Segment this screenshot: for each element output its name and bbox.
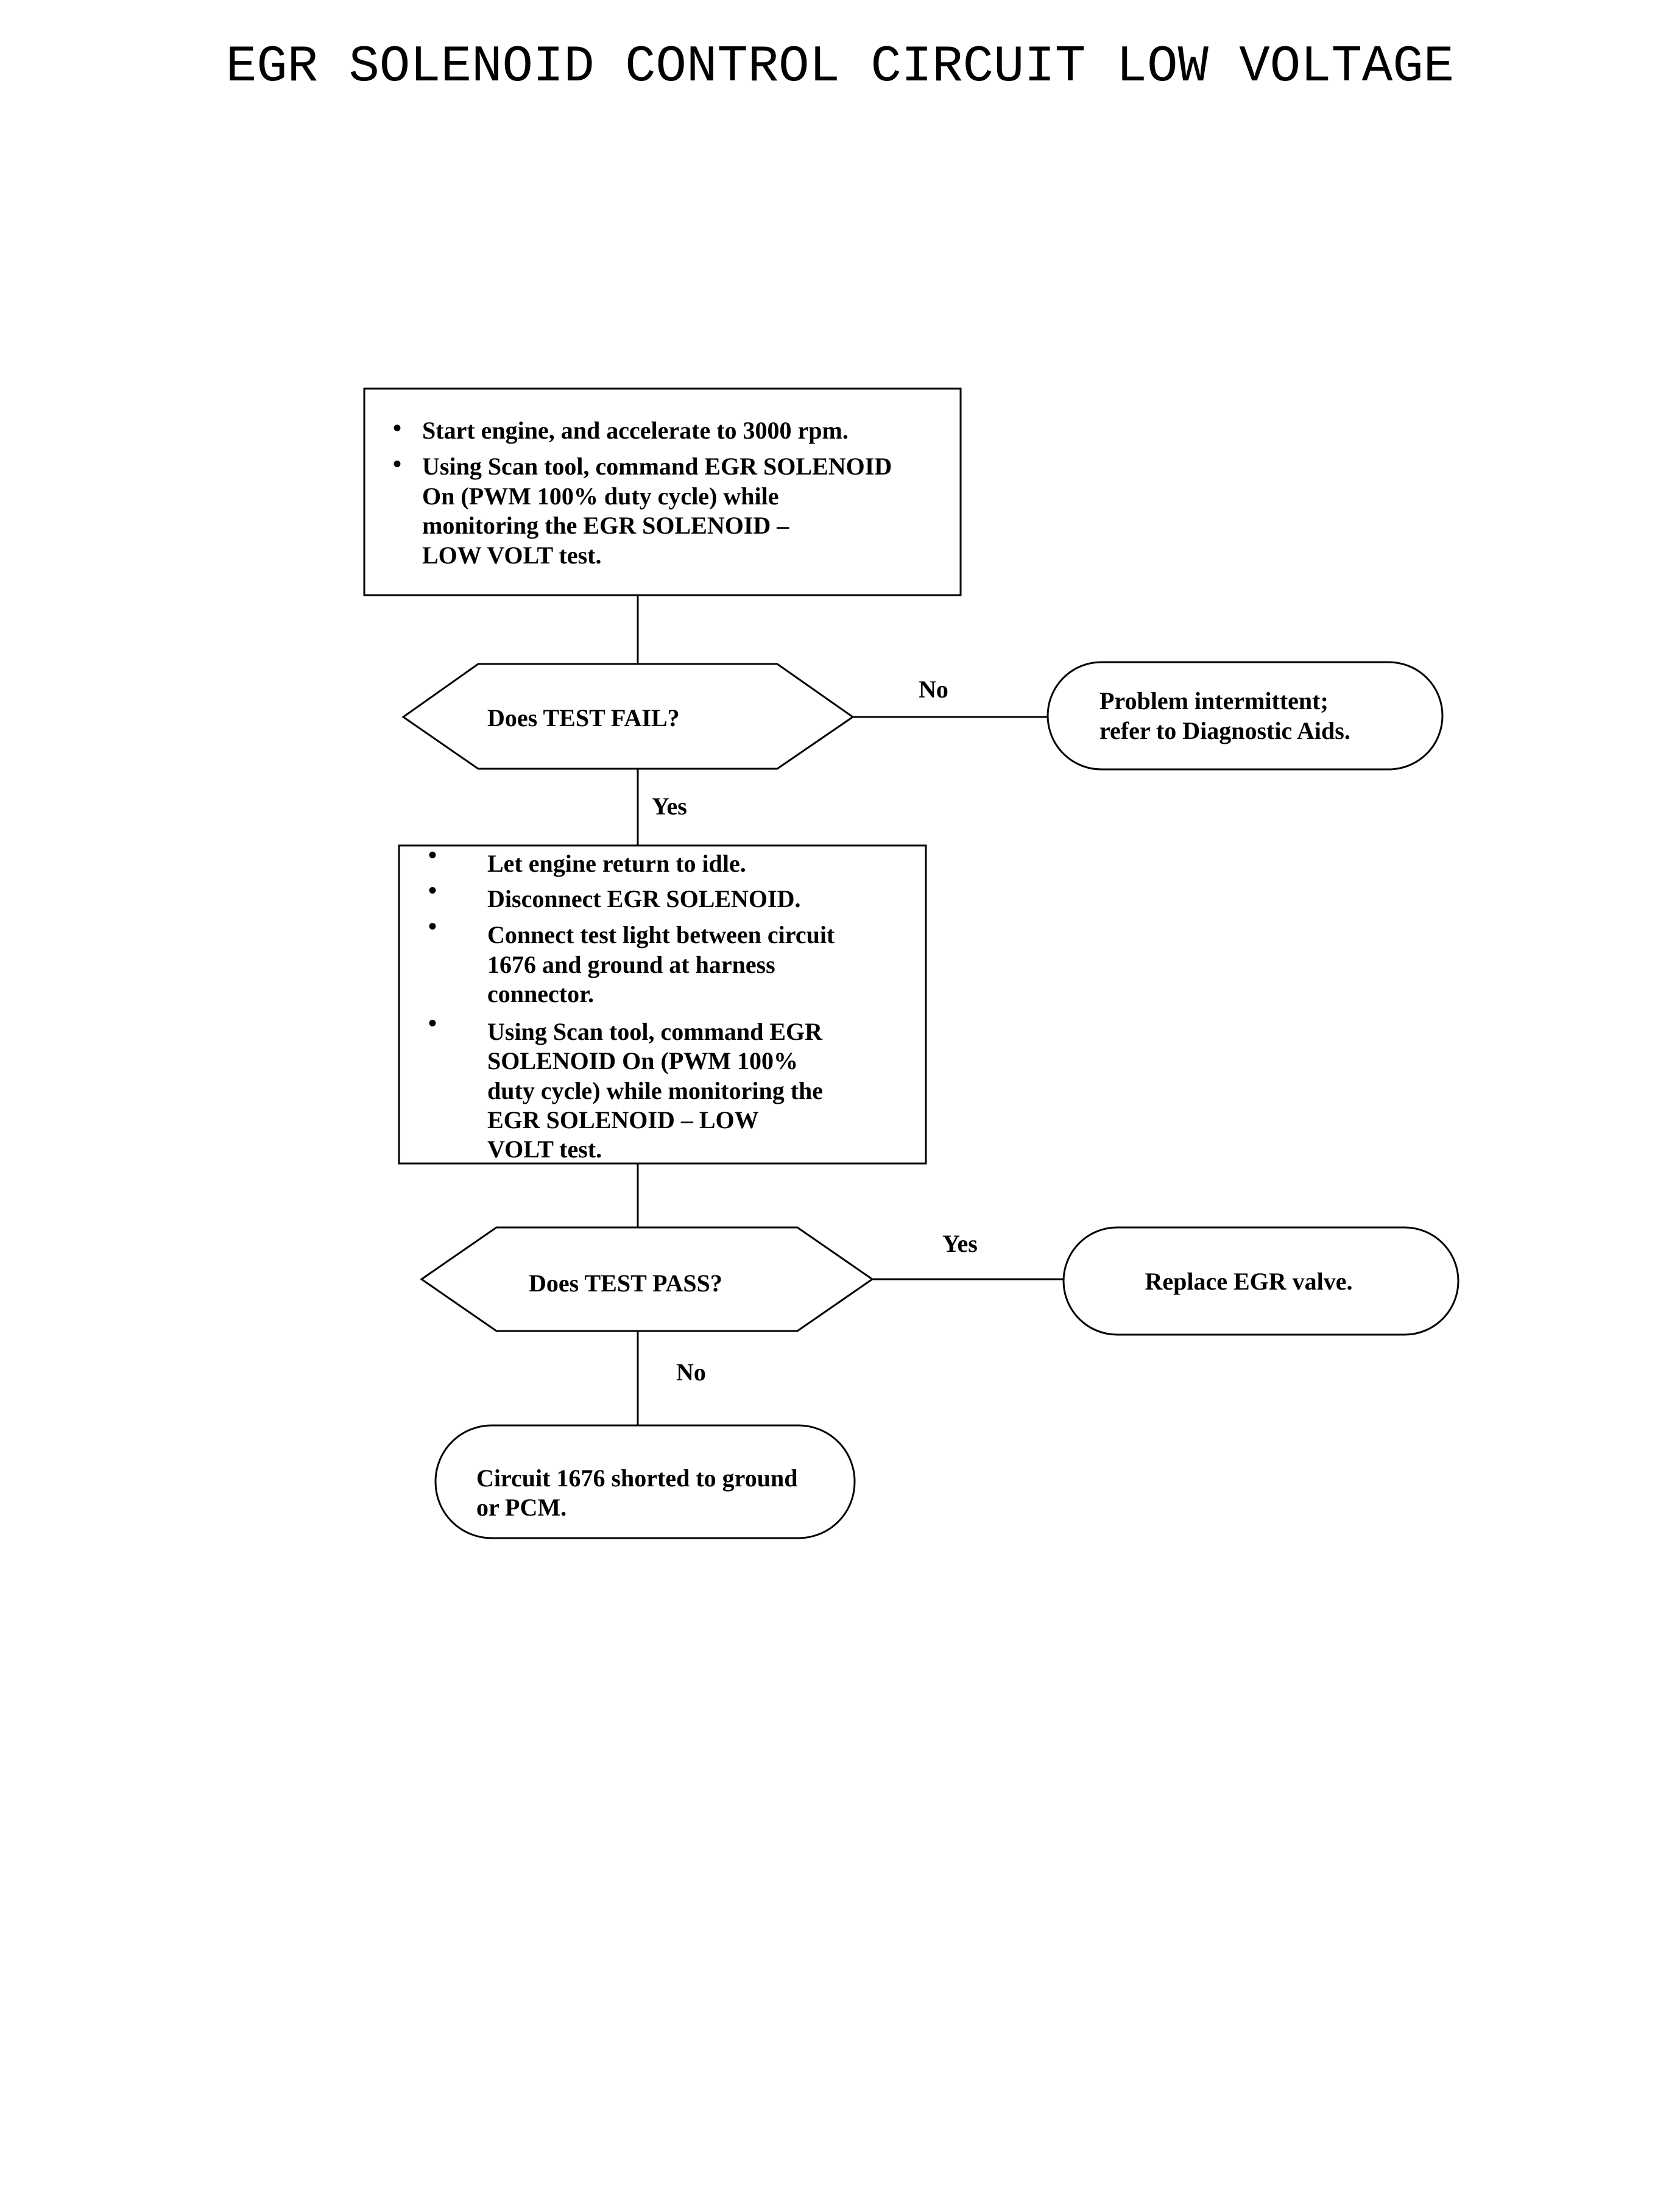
step2-line-8: duty cycle) while monitoring the (487, 1077, 823, 1104)
step1-bullet-1: • (393, 414, 401, 442)
decision2: Does TEST PASS? (420, 1226, 874, 1332)
result-replace: Replace EGR valve. (1062, 1226, 1459, 1336)
result-replace-text: Replace EGR valve. (1145, 1268, 1352, 1295)
step2-line-7: SOLENOID On (PWM 100% (487, 1047, 798, 1075)
step2-line-3: Connect test light between circuit (487, 921, 835, 948)
step2-line-9: EGR SOLENOID – LOW (487, 1106, 759, 1134)
step2-bullet-3: • (428, 913, 437, 940)
step2-line-1: Let engine return to idle. (487, 850, 746, 877)
step2-bullet-4: • (428, 1009, 437, 1037)
step1-line-3: On (PWM 100% duty cycle) while (422, 482, 779, 510)
step2-bullet-1: • (428, 841, 437, 869)
decision2-no-label: No (676, 1358, 706, 1386)
step2-line-10: VOLT test. (487, 1135, 602, 1163)
step1-box: • Start engine, and accelerate to 3000 r… (363, 387, 962, 596)
step2-box: • Let engine return to idle. • Disconnec… (398, 841, 927, 1165)
step1-line-5: LOW VOLT test. (422, 542, 601, 569)
result-intermittent-line-2: refer to Diagnostic Aids. (1099, 717, 1350, 744)
step2-bullet-2: • (428, 877, 437, 904)
result-short: Circuit 1676 shorted to ground or PCM. (434, 1424, 856, 1539)
step1-line-1: Start engine, and accelerate to 3000 rpm… (422, 417, 849, 444)
step1-line-4: monitoring the EGR SOLENOID – (422, 512, 789, 539)
decision2-question: Does TEST PASS? (529, 1269, 722, 1297)
step2-line-4: 1676 and ground at harness (487, 951, 775, 978)
step1-line-2: Using Scan tool, command EGR SOLENOID (422, 453, 892, 480)
step2-line-2: Disconnect EGR SOLENOID. (487, 885, 801, 913)
decision1-no-label: No (919, 676, 948, 703)
step1-bullet-2: • (393, 450, 401, 478)
step2-line-6: Using Scan tool, command EGR (487, 1018, 823, 1045)
step2-line-5: connector. (487, 980, 594, 1008)
page-title: EGR SOLENOID CONTROL CIRCUIT LOW VOLTAGE (226, 38, 1454, 96)
result-intermittent: Problem intermittent; refer to Diagnosti… (1046, 661, 1444, 771)
result-short-line-1: Circuit 1676 shorted to ground (476, 1464, 797, 1492)
decision1: Does TEST FAIL? (401, 663, 855, 770)
result-intermittent-line-1: Problem intermittent; (1099, 687, 1329, 715)
decision1-question: Does TEST FAIL? (487, 704, 680, 732)
result-short-line-2: or PCM. (476, 1494, 566, 1521)
decision1-yes-label: Yes (652, 793, 687, 820)
connectors (637, 595, 1064, 1425)
decision2-yes-label: Yes (942, 1230, 978, 1257)
